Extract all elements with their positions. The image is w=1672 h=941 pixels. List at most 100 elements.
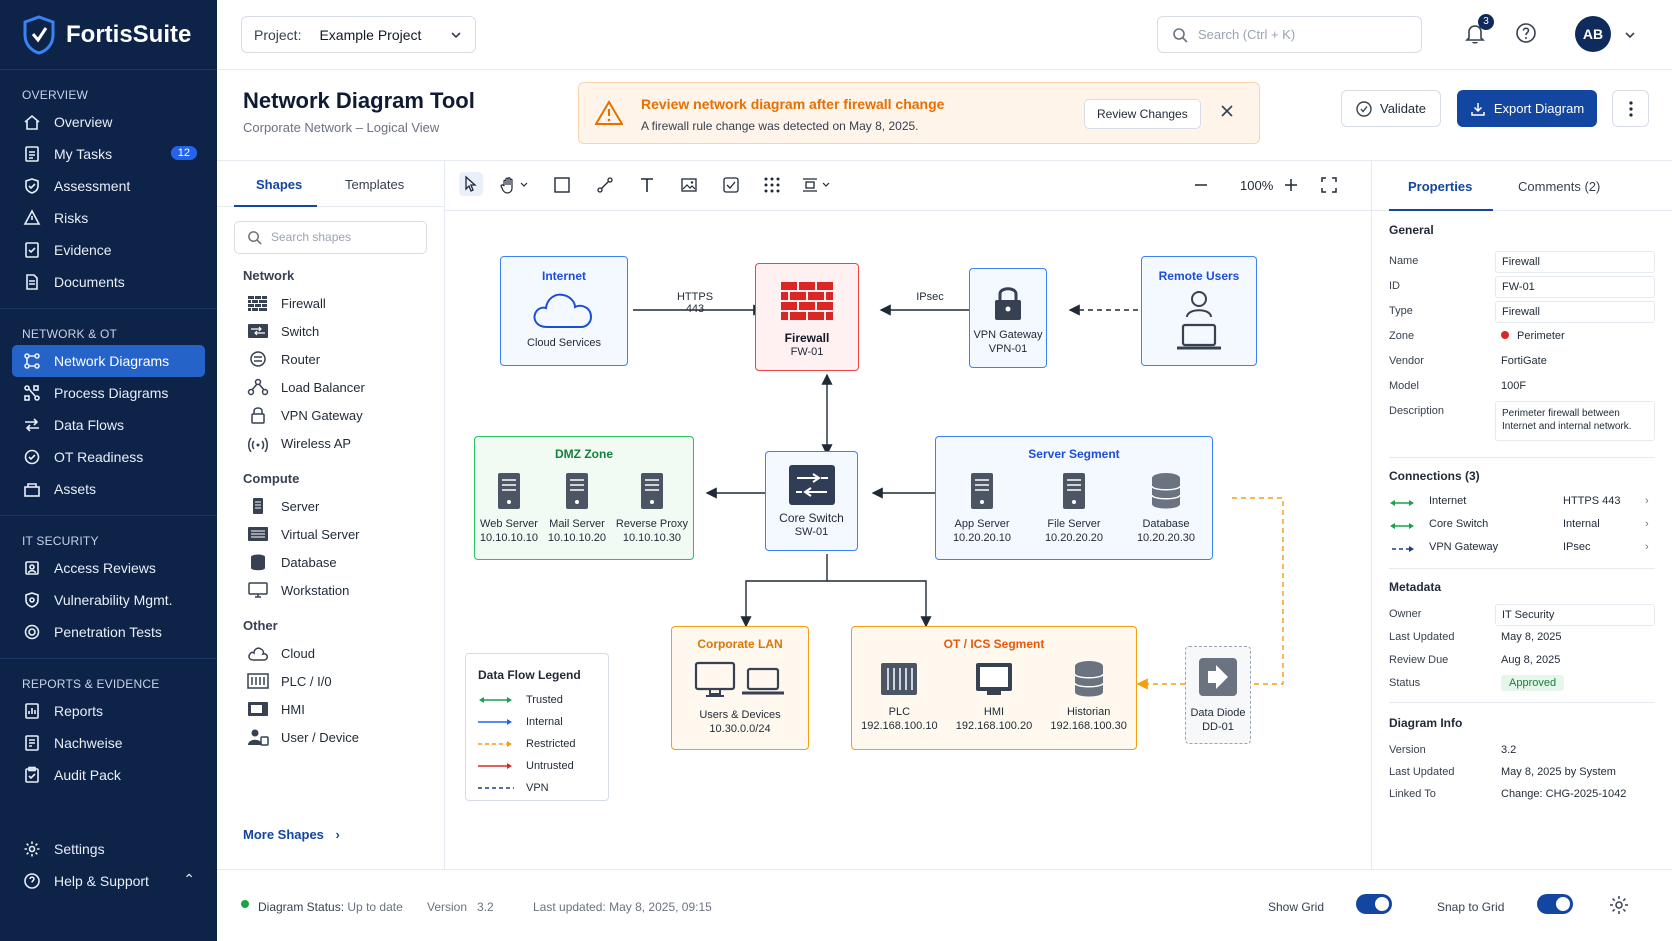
shape-item-cloud[interactable]: Cloud — [217, 639, 444, 667]
chevron-down-icon[interactable] — [1623, 28, 1637, 42]
sidebar-item-reports[interactable]: Reports — [12, 695, 205, 727]
property-type-field[interactable]: Firewall — [1495, 301, 1655, 323]
edge-core-ot[interactable] — [827, 580, 932, 628]
global-search-input[interactable]: Search (Ctrl + K) — [1157, 16, 1422, 53]
sidebar-item-settings[interactable]: Settings — [12, 833, 205, 865]
property-description-field[interactable]: Perimeter firewall between Internet and … — [1495, 401, 1655, 441]
shape-item-virtual-server[interactable]: Virtual Server — [217, 520, 444, 548]
align-tool-icon[interactable] — [801, 176, 833, 194]
sidebar-item-vulnerability-mgmt[interactable]: Vulnerability Mgmt. — [12, 584, 205, 616]
shape-item-plc-i-0[interactable]: PLC / I/0 — [217, 667, 444, 695]
sidebar-item-ot-readiness[interactable]: OT Readiness — [12, 441, 205, 473]
info-value[interactable]: Change: CHG-2025-1042 — [1495, 784, 1655, 806]
shape-item-switch[interactable]: Switch — [217, 317, 444, 345]
sidebar-item-data-flows[interactable]: Data Flows — [12, 409, 205, 441]
shape-item-router[interactable]: Router — [217, 345, 444, 373]
sidebar-item-assessment[interactable]: Assessment — [12, 170, 205, 202]
shape-item-database[interactable]: Database — [217, 548, 444, 576]
shape-item-hmi[interactable]: HMI — [217, 695, 444, 723]
sidebar-item-process-diagrams[interactable]: Process Diagrams — [12, 377, 205, 409]
property-name-field[interactable]: Firewall — [1495, 251, 1655, 273]
property-model-field[interactable]: 100F — [1495, 376, 1655, 398]
user-avatar[interactable]: AB — [1575, 16, 1611, 52]
tab-templates[interactable]: Templates — [345, 177, 405, 192]
property-vendor-field[interactable]: FortiGate — [1495, 351, 1655, 373]
tab-shapes[interactable]: Shapes — [256, 177, 303, 192]
shape-item-workstation[interactable]: Workstation — [217, 576, 444, 604]
zoom-level[interactable]: 100% — [1240, 178, 1274, 193]
sidebar-item-overview[interactable]: Overview — [12, 106, 205, 138]
project-selector[interactable]: Project: Example Project — [241, 16, 476, 53]
sidebar-item-evidence[interactable]: Evidence — [12, 234, 205, 266]
shape-item-firewall[interactable]: Firewall — [217, 289, 444, 317]
close-icon[interactable] — [1219, 103, 1235, 119]
tab-properties[interactable]: Properties — [1408, 179, 1473, 194]
sidebar-item-penetration-tests[interactable]: Penetration Tests — [12, 616, 205, 648]
sidebar-item-assets[interactable]: Assets — [12, 473, 205, 505]
tab-comments[interactable]: Comments (2) — [1518, 179, 1601, 194]
export-diagram-button[interactable]: Export Diagram — [1457, 90, 1597, 127]
gear-icon[interactable] — [1609, 895, 1629, 915]
more-options-button[interactable] — [1612, 90, 1649, 127]
checklist-tool-icon[interactable] — [722, 176, 740, 194]
zoom-out-icon[interactable] — [1193, 176, 1209, 194]
shape-item-load-balancer[interactable]: Load Balancer — [217, 373, 444, 401]
node-data-diode[interactable]: Data Diode DD-01 — [1185, 646, 1251, 744]
grid-tool-icon[interactable] — [763, 176, 781, 194]
node-internet[interactable]: Internet Cloud Services — [500, 256, 628, 366]
rectangle-tool-icon[interactable] — [553, 176, 571, 194]
property-zone-field[interactable]: Perimeter — [1495, 326, 1655, 348]
sidebar-item-audit-pack[interactable]: Audit Pack — [12, 759, 205, 791]
brand[interactable]: FortisSuite — [0, 0, 217, 70]
edge-servers-diode[interactable] — [1232, 497, 1284, 685]
shape-item-wireless-ap[interactable]: Wireless AP — [217, 429, 444, 457]
pointer-tool-icon[interactable] — [459, 172, 483, 196]
property-id-field[interactable]: FW-01 — [1495, 276, 1655, 298]
node-firewall[interactable]: Firewall FW-01 — [755, 263, 859, 371]
zoom-in-icon[interactable] — [1283, 176, 1299, 194]
edge-core-lan[interactable] — [740, 554, 828, 628]
shape-item-server[interactable]: Server — [217, 492, 444, 520]
node-vpn-gateway[interactable]: VPN Gateway VPN-01 — [969, 268, 1047, 368]
shape-search-input[interactable]: Search shapes — [234, 221, 427, 254]
hand-tool-icon[interactable] — [500, 176, 530, 194]
sidebar-item-nachweise[interactable]: Nachweise — [12, 727, 205, 759]
text-tool-icon[interactable] — [638, 176, 656, 194]
sidebar-item-access-reviews[interactable]: Access Reviews — [12, 552, 205, 584]
sidebar-item-documents[interactable]: Documents — [12, 266, 205, 298]
image-tool-icon[interactable] — [680, 176, 698, 194]
node-corporate-lan[interactable]: Corporate LAN Users & Devices 10.30.0.0/… — [671, 626, 809, 750]
node-core-switch[interactable]: Core Switch SW-01 — [765, 451, 858, 551]
metadata-owner-field[interactable]: IT Security — [1495, 604, 1655, 626]
shape-item-vpn-gateway[interactable]: VPN Gateway — [217, 401, 444, 429]
help-button[interactable] — [1515, 22, 1537, 49]
connector-tool-icon[interactable] — [596, 176, 614, 194]
notifications-button[interactable]: 3 — [1464, 14, 1494, 49]
validate-button[interactable]: Validate — [1341, 90, 1441, 127]
node-remote-users[interactable]: Remote Users — [1141, 256, 1257, 366]
shape-item-user-device[interactable]: User / Device — [217, 723, 444, 751]
sidebar-item-risks[interactable]: Risks — [12, 202, 205, 234]
snap-grid-toggle[interactable] — [1537, 894, 1573, 914]
sidebar-item-help-support[interactable]: Help & Support⌃ — [12, 865, 205, 897]
more-shapes-link[interactable]: More Shapes › — [243, 827, 340, 842]
sidebar-item-network-diagrams[interactable]: Network Diagrams — [12, 345, 205, 377]
show-grid-toggle[interactable] — [1356, 894, 1392, 914]
